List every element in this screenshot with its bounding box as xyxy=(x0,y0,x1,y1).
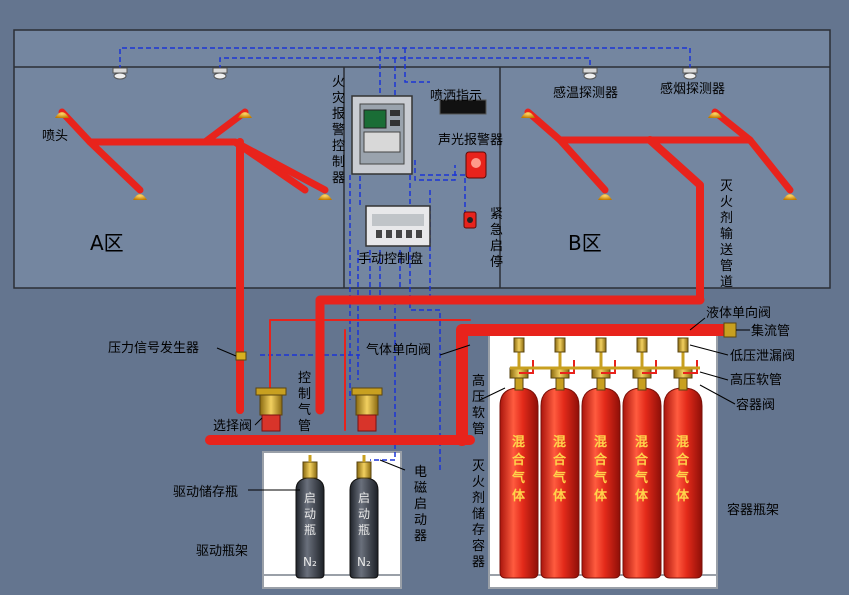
selector-valve-label: 选择阀 xyxy=(213,419,252,434)
agent-cylinder: 混合气体 xyxy=(499,367,539,579)
nozzle-icon xyxy=(318,194,332,200)
solenoid-actuator xyxy=(302,461,318,479)
protected-rooms xyxy=(13,29,831,289)
control-gas-pipe-label: 控制气管 xyxy=(298,371,311,434)
pressure-signal-generator xyxy=(235,351,247,361)
drive-cylinder: 启动瓶 N₂ xyxy=(295,455,325,579)
leader-lines xyxy=(216,317,750,491)
liquid-check-valve-label: 液体单向阀 xyxy=(706,305,771,321)
nozzle-icon xyxy=(598,194,612,200)
emergency-stop-button[interactable] xyxy=(463,211,477,229)
selector-valve-b[interactable] xyxy=(351,387,383,432)
manifold-end xyxy=(723,322,737,338)
drive-cylinder-label: 启动瓶 xyxy=(304,491,316,537)
nozzle-icon xyxy=(521,112,535,118)
container-rack-label: 容器瓶架 xyxy=(727,502,779,518)
gas-check-valve-label: 气体单向阀 xyxy=(366,342,431,358)
agent-cylinder-label: 混合气体 xyxy=(594,435,608,504)
ceiling-detectors xyxy=(112,67,698,80)
high-pressure-hose-right-label: 高压软管 xyxy=(730,372,782,388)
drive-cylinder-gas-label: N₂ xyxy=(303,555,317,569)
agent-cylinder: 混合气体 xyxy=(540,367,580,579)
manifold-fittings xyxy=(510,337,700,374)
drive-cylinders: 启动瓶 N₂ 启动瓶 N₂ xyxy=(295,455,379,579)
liquid-check-valve xyxy=(636,337,648,353)
drive-cylinder: 启动瓶 N₂ xyxy=(349,455,379,579)
liquid-check-valve xyxy=(677,337,689,353)
agent-delivery-pipe-label: 灭火剂输送管道 xyxy=(720,179,733,290)
control-gas-branch xyxy=(683,360,698,374)
selector-valve-a[interactable] xyxy=(255,387,287,432)
agent-storage-container-label: 灭火剂储存容器 xyxy=(472,459,485,570)
zone-a-nozzles xyxy=(55,112,332,200)
drive-bottle-rack xyxy=(262,451,402,589)
smoke-detector-a xyxy=(112,67,128,80)
control-gas-branch xyxy=(560,360,575,374)
drive-bottle-rack-label: 驱动瓶架 xyxy=(196,544,248,559)
smoke-detector-label: 感烟探测器 xyxy=(660,81,725,97)
nozzle-label: 喷头 xyxy=(42,129,68,144)
solenoid-actuator xyxy=(356,461,372,479)
liquid-check-valve xyxy=(595,337,607,353)
nozzle-icon xyxy=(133,194,147,200)
delivery-pipes xyxy=(205,295,736,446)
control-gas-branch xyxy=(642,360,657,374)
manual-control-panel[interactable] xyxy=(365,205,431,247)
liquid-check-valve xyxy=(513,337,525,353)
solenoid-actuator-label: 电磁启动器 xyxy=(414,465,427,544)
zone-a-label: A区 xyxy=(90,231,124,255)
agent-cylinder-label: 混合气体 xyxy=(553,435,567,504)
fire-alarm-controller-label: 火灾报警控制器 xyxy=(332,75,345,186)
drive-cylinder-label: 启动瓶 xyxy=(358,491,370,537)
drive-cylinder-gas-label: N₂ xyxy=(357,555,371,569)
agent-cylinders: 混合气体 混合气体 混合气体 混合气体 混合气体 xyxy=(499,367,703,579)
container-valve-label: 容器阀 xyxy=(736,397,775,413)
agent-cylinder: 混合气体 xyxy=(581,367,621,579)
nozzle-icon xyxy=(708,112,722,118)
agent-cylinder-label: 混合气体 xyxy=(512,435,526,504)
agent-cylinder-label: 混合气体 xyxy=(676,435,690,504)
smoke-detector-b xyxy=(682,67,698,80)
nozzle-icon xyxy=(238,112,252,118)
manifold-label: 集流管 xyxy=(751,323,790,339)
spray-indicator-light xyxy=(439,99,487,115)
heat-detector-a xyxy=(212,67,228,80)
high-pressure-hose-left-label: 高压软管 xyxy=(472,373,485,437)
zone-a-pipes xyxy=(58,108,329,414)
zone-b-nozzles xyxy=(521,112,797,200)
agent-cylinder-label: 混合气体 xyxy=(635,435,649,504)
liquid-check-valve xyxy=(554,337,566,353)
spray-indicator-label: 喷洒指示 xyxy=(430,89,482,104)
sound-light-alarm-icon xyxy=(465,151,487,179)
nozzle-icon xyxy=(783,194,797,200)
zone-b-pipes xyxy=(524,108,794,304)
fire-alarm-control-panel[interactable] xyxy=(351,95,413,175)
low-pressure-relief-valve-label: 低压泄漏阀 xyxy=(730,348,795,364)
agent-cylinder: 混合气体 xyxy=(663,367,703,579)
zone-b-label: B区 xyxy=(568,231,602,255)
nozzle-icon xyxy=(55,112,69,118)
agent-cylinder: 混合气体 xyxy=(622,367,662,579)
sound-light-alarm-label: 声光报警器 xyxy=(438,132,503,148)
control-gas-branch xyxy=(519,360,534,374)
drive-storage-bottle-label: 驱动储存瓶 xyxy=(173,485,238,500)
emergency-stop-label: 紧急启停 xyxy=(490,207,503,270)
manual-control-panel-label: 手动控制盘 xyxy=(358,251,423,267)
control-gas-branch xyxy=(601,360,616,374)
heat-detector-label: 感温探测器 xyxy=(553,85,618,101)
pressure-signal-generator-label: 压力信号发生器 xyxy=(108,340,199,356)
heat-detector-b xyxy=(582,67,598,80)
